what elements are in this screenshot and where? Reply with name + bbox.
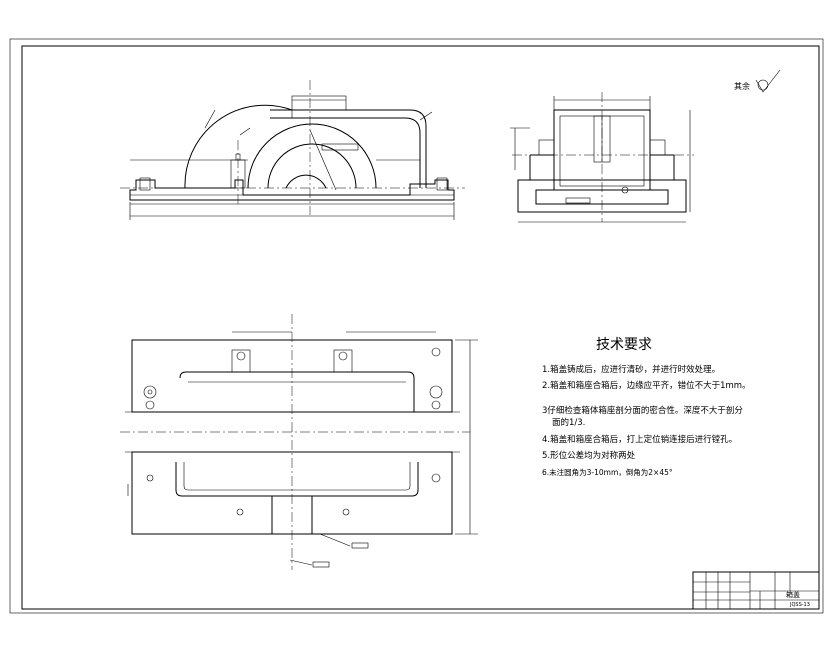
- inner-frame: [21, 45, 820, 610]
- title-block: [692, 571, 820, 610]
- requirements-title: 技术要求: [596, 337, 652, 353]
- requirement-4: 4.箱盖和箱座合箱后，打上定位销连接后进行镗孔。: [542, 434, 737, 445]
- side-view: [510, 92, 694, 223]
- roughness-label: 其余: [734, 81, 750, 91]
- requirement-2: 2.箱盖和箱座合箱后，边缘应平齐，错位不大于1mm。: [542, 380, 751, 391]
- title-block-drawing-number: JQSS-13: [789, 602, 810, 608]
- requirement-1: 1.箱盖铸成后，应进行清砂，并进行时效处理。: [542, 364, 720, 375]
- top-view: [120, 314, 478, 570]
- requirement-5: 5.形位公差均为对称两处: [542, 450, 636, 461]
- requirement-3-cont: 面的1/3.: [552, 417, 585, 428]
- title-block-part-name: 箱盖: [786, 590, 800, 599]
- front-view: [120, 80, 465, 220]
- roughness-symbol: [755, 69, 781, 93]
- requirement-6: 6.未注圆角为3-10mm，倒角为2×45°: [542, 467, 673, 477]
- technical-requirements: 技术要求 1.箱盖铸成后，应进行清砂，并进行时效处理。 2.箱盖和箱座合箱后，边…: [542, 337, 751, 477]
- requirement-3: 3仔细检查箱体箱座剖分面的密合性。深度不大于剖分: [542, 405, 743, 416]
- outer-frame: [9, 38, 824, 614]
